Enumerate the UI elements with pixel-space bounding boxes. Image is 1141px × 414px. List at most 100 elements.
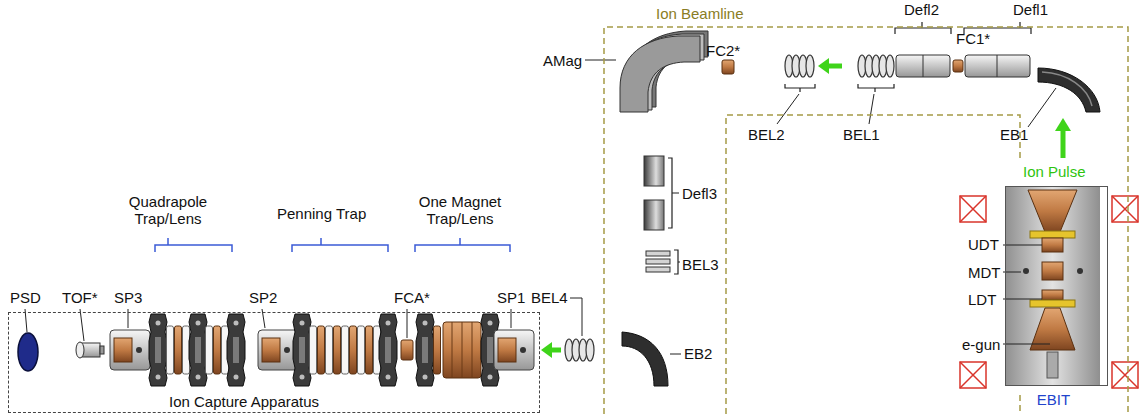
part-label: UDT [968,236,999,253]
beam-arrow [541,342,561,358]
bracket [895,22,951,34]
ebit-body [1005,186,1100,386]
electrostatic-bender [622,332,668,386]
leader-line [777,94,799,124]
part-label: e-gun [962,336,1000,353]
deflector-plates [644,200,664,230]
tof-detector [76,342,104,358]
quadrupole-trap [206,326,213,374]
penning-trap [258,330,298,370]
leader-line [1003,299,1042,300]
penning-trap [293,314,311,386]
part-label: PSD [10,289,41,306]
faraday-cup [401,340,413,360]
penning-trap [326,326,333,374]
quadrupole-trap [214,326,221,374]
part-label: LDT [968,291,996,308]
ebit-body [1023,268,1029,274]
magnet-coil-symbol [1112,362,1138,388]
part-label: BEL3 [682,256,719,273]
quadrupole-trap [110,314,245,386]
faraday-cup [953,60,963,72]
part-label: FC2* [706,42,740,59]
node-title: EBIT [1006,391,1101,408]
ion-pulse-arrow [1061,129,1066,158]
part-label: BEL2 [748,126,785,143]
part-label: SP2 [249,289,277,306]
ebit-body [1047,352,1058,378]
einzel-lens [806,55,814,77]
leader-line [670,354,681,355]
penning-trap [366,326,373,374]
penning-trap [334,326,341,374]
bracket [785,84,815,92]
analysing-magnet [620,36,700,112]
node-title: Ion Capture Apparatus [169,393,319,410]
magnet-coil-symbol [1112,196,1138,222]
part-label: Quadrapole Trap/Lens [118,193,218,227]
quadrupole-trap [227,314,245,386]
magnet-coil-symbol [960,196,1138,388]
magnet-coil-symbol [960,362,986,388]
leader-line [585,60,616,61]
part-label: Penning Trap [277,205,366,222]
quadrupole-trap [110,330,150,370]
part-label: EB1 [1000,126,1028,143]
part-label: MDT [968,264,1001,281]
part-label: FCA* [394,289,430,306]
penning-trap [358,326,365,374]
einzel-lens [858,55,894,77]
part-label: One Magnet Trap/Lens [410,193,510,227]
deflector-plates [644,156,664,186]
electrostatic-bender [1042,72,1092,106]
node-title: Ion Beamline [656,5,744,22]
deflector-plates [644,156,664,230]
region-box: Ion Capture Apparatus [8,312,540,413]
deflector [896,55,950,77]
einzel-lens [646,251,670,256]
electrostatic-bender [1038,68,1100,112]
ion-pulse-arrow [1055,118,1071,158]
ebit-body [1030,231,1075,238]
einzel-lens [886,55,894,77]
ebit-body [1028,190,1077,232]
electrostatic-bender [622,332,668,386]
faraday-cup [401,340,413,360]
faraday-cup [722,60,734,74]
magnet-trap [452,322,472,378]
part-label: Defl2 [904,1,939,18]
part-label: Ion Pulse [1023,163,1086,180]
beam-arrow [818,58,842,74]
part-label: BEL4 [531,289,568,306]
einzel-lens [646,259,670,264]
leader-line [585,60,1056,127]
part-label: TOF* [62,289,98,306]
penning-trap [310,326,317,374]
part-label: BEL1 [843,126,880,143]
deflector [997,55,998,77]
leader-line [407,309,408,338]
penning-trap [342,326,349,374]
leader-line [1003,245,1050,344]
einzel-lens [565,339,594,361]
leader-line [1003,245,1042,246]
bracket [415,238,510,252]
einzel-lens [646,251,670,272]
part-label: SP3 [114,289,142,306]
leader-line [80,309,84,341]
beam-arrow [818,58,829,74]
deflector [896,55,950,77]
faraday-cup [722,60,734,74]
penning-trap [258,314,397,386]
deflector [923,55,924,77]
leader-line [1028,88,1056,127]
ebit-body [1005,186,1100,386]
penning-trap [350,326,357,374]
magnet-trap [443,322,481,378]
leader-line [25,309,511,341]
bracket [668,158,679,228]
einzel-lens [785,55,814,77]
tof-detector [100,346,104,354]
bracket [292,238,388,252]
electrostatic-bender [1038,68,1100,112]
